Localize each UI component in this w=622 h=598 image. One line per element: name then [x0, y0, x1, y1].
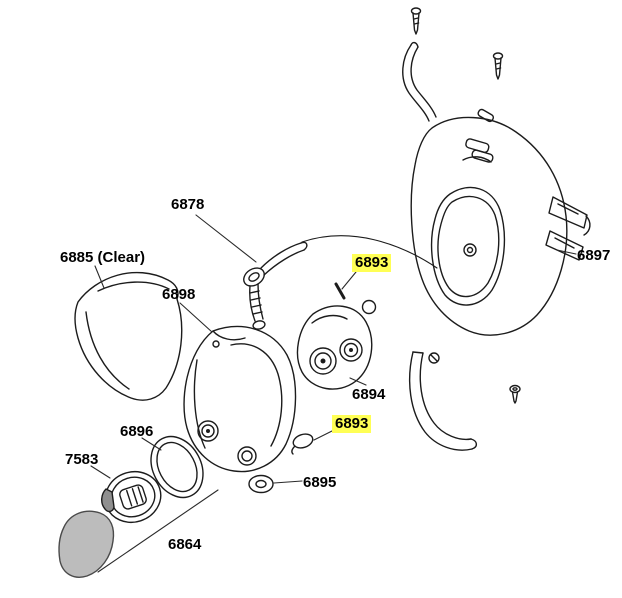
part-label-7583: 7583: [65, 451, 99, 468]
part-label-6893-top: 6893: [352, 254, 392, 272]
valve-pin-6893-top: [334, 282, 377, 315]
part-label-6885-clear: 6885 (Clear): [60, 249, 146, 266]
part-label-6896: 6896: [120, 423, 154, 440]
harness-lower-band: [408, 351, 478, 451]
strap-buckle: [465, 108, 495, 163]
lens-6885: [74, 271, 183, 401]
filter-retainer-7583: [101, 470, 162, 524]
filter-pad: [58, 510, 115, 578]
valve-assembly-6878: [243, 235, 438, 330]
part-label-6897: 6897: [577, 247, 611, 264]
cartridge-holder-6894: [296, 305, 373, 390]
screw-small-right-icon: [509, 384, 521, 404]
valve-disc-6895: [248, 474, 274, 494]
part-label-6864: 6864: [168, 536, 202, 553]
screw-top-right-icon: [492, 52, 504, 80]
part-label-6894: 6894: [352, 386, 386, 403]
screw-top-left-icon: [410, 7, 422, 35]
part-label-6898: 6898: [162, 286, 196, 303]
part-label-6878: 6878: [171, 196, 205, 213]
valve-ring-6893-bottom: [291, 433, 314, 455]
facepiece-6898: [183, 325, 297, 473]
part-label-6895: 6895: [303, 474, 337, 491]
part-label-6893-bottom: 6893: [332, 415, 372, 433]
leader-lines: [90, 214, 577, 573]
head-harness-6897: [410, 116, 591, 336]
gasket-6896: [150, 435, 204, 499]
harness-top-strap: [402, 41, 437, 122]
